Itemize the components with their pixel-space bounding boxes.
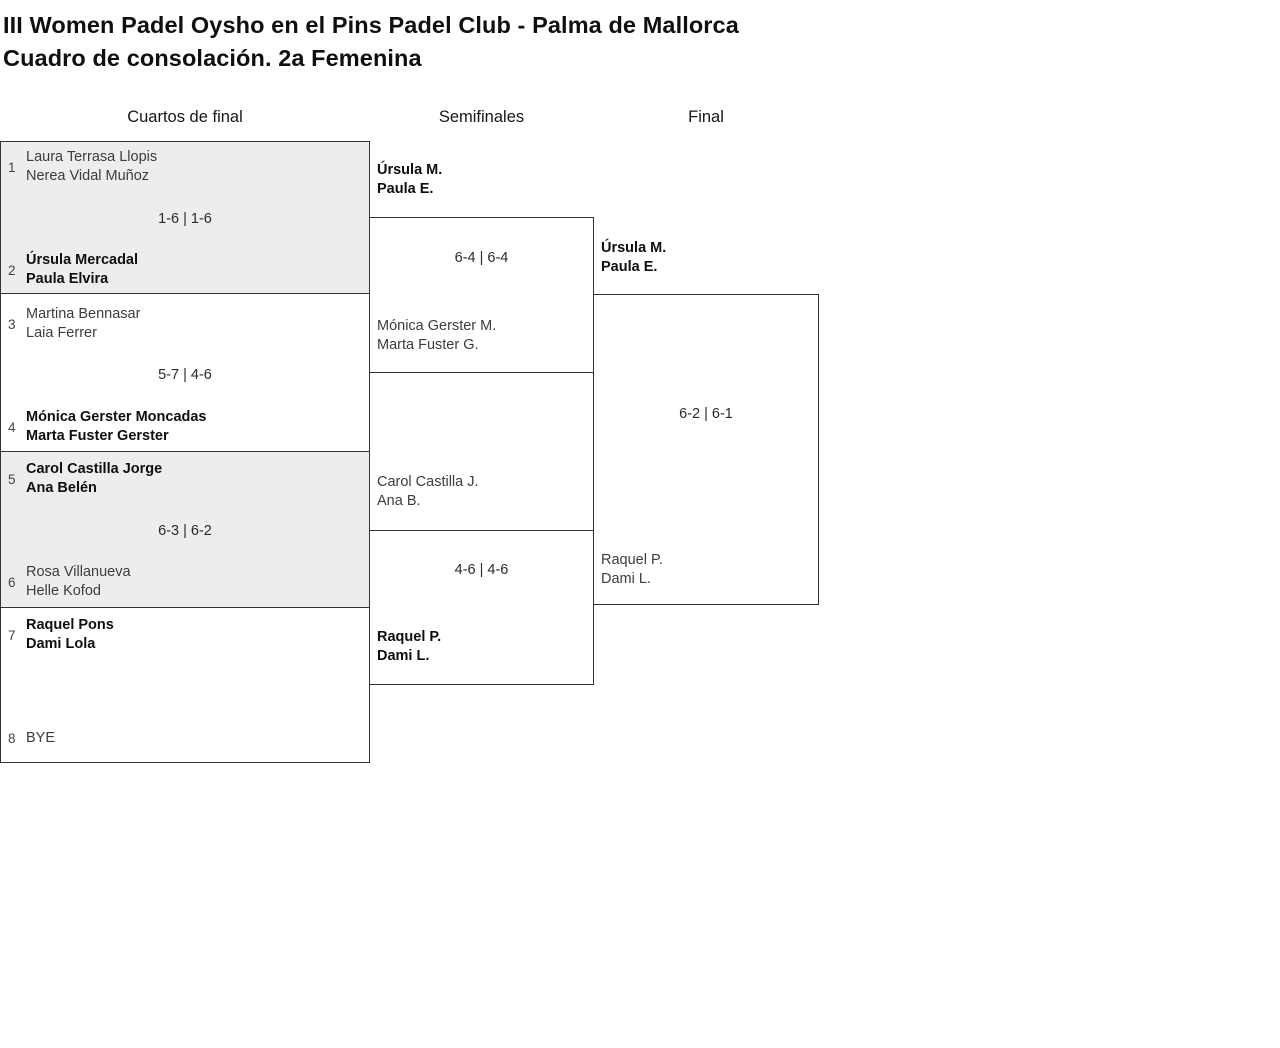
seed-number: 1 xyxy=(8,159,16,175)
sf1-score: 6-4 | 6-4 xyxy=(454,250,509,266)
sf1-team2: Mónica Gerster M. Marta Fuster G. xyxy=(377,317,496,355)
player-name: Dami L. xyxy=(601,571,651,587)
match-box-sf2 xyxy=(369,530,594,685)
team-names: Úrsula M. Paula E. xyxy=(601,239,666,277)
player-name: Marta Fuster G. xyxy=(377,337,479,353)
round-header-final: Final xyxy=(688,108,724,126)
player-name: Rosa Villanueva xyxy=(26,564,131,580)
player-name: Ana Belén xyxy=(26,480,97,496)
player-name: Dami Lola xyxy=(26,636,96,652)
player-name: Raquel P. xyxy=(601,552,663,568)
seed-number: 6 xyxy=(8,574,16,590)
sf2-team2: Raquel P. Dami L. xyxy=(377,628,441,666)
player-name: Paula E. xyxy=(601,259,658,275)
qf4-team1: 7 Raquel Pons Dami Lola xyxy=(8,616,114,654)
player-name: Carol Castilla J. xyxy=(377,474,479,490)
qf3-team1: 5 Carol Castilla Jorge Ana Belén xyxy=(8,460,162,498)
qf3-score: 6-3 | 6-2 xyxy=(158,523,212,539)
team-names: Martina Bennasar Laia Ferrer xyxy=(26,305,140,343)
match-box-qf4 xyxy=(0,607,370,763)
player-name: Laia Ferrer xyxy=(26,325,97,341)
player-name: Paula E. xyxy=(377,181,434,197)
team-names: Raquel Pons Dami Lola xyxy=(26,616,114,654)
qf2-score: 5-7 | 4-6 xyxy=(158,367,212,383)
player-name: Marta Fuster Gerster xyxy=(26,428,169,444)
qf2-team2: 4 Mónica Gerster Moncadas Marta Fuster G… xyxy=(8,408,207,446)
seed-number: 7 xyxy=(8,627,16,643)
qf1-team1: 1 Laura Terrasa Llopis Nerea Vidal Muñoz xyxy=(8,148,157,186)
team-names: Carol Castilla Jorge Ana Belén xyxy=(26,460,162,498)
qf1-score: 1-6 | 1-6 xyxy=(158,211,212,227)
final-score: 6-2 | 6-1 xyxy=(679,406,733,422)
player-name: Raquel P. xyxy=(377,629,442,645)
qf4-team2: 8 BYE xyxy=(8,729,55,748)
tournament-title: III Women Padel Oysho en el Pins Padel C… xyxy=(3,12,739,38)
bracket-subtitle: Cuadro de consolación. 2a Femenina xyxy=(3,45,422,71)
final-team2: Raquel P. Dami L. xyxy=(601,551,663,589)
player-name: Nerea Vidal Muñoz xyxy=(26,168,150,184)
qf3-team2: 6 Rosa Villanueva Helle Kofod xyxy=(8,563,131,601)
team-names: Mónica Gerster M. Marta Fuster G. xyxy=(377,317,496,355)
player-name: Carol Castilla Jorge xyxy=(26,461,163,477)
seed-number: 5 xyxy=(8,471,16,487)
player-name: Martina Bennasar xyxy=(26,306,141,322)
player-name: Raquel Pons xyxy=(26,617,114,633)
page-header: III Women Padel Oysho en el Pins Padel C… xyxy=(3,9,739,75)
sf2-team1: Carol Castilla J. Ana B. xyxy=(377,473,479,511)
player-name: Paula Elvira xyxy=(26,271,109,287)
seed-number: 4 xyxy=(8,419,16,435)
player-name: Laura Terrasa Llopis xyxy=(26,149,158,165)
round-header-quarterfinals: Cuartos de final xyxy=(127,108,243,126)
seed-number: 8 xyxy=(8,731,16,746)
player-name: Helle Kofod xyxy=(26,583,101,599)
sf1-team1: Úrsula M. Paula E. xyxy=(377,161,442,199)
match-box-final xyxy=(593,294,819,605)
team-names: Úrsula M. Paula E. xyxy=(377,161,442,199)
team-names: BYE xyxy=(26,729,55,748)
team-names: Mónica Gerster Moncadas Marta Fuster Ger… xyxy=(26,408,207,446)
player-name: BYE xyxy=(26,730,56,746)
seed-number: 2 xyxy=(8,262,16,278)
player-name: Dami L. xyxy=(377,648,430,664)
player-name: Úrsula M. xyxy=(377,162,443,178)
player-name: Úrsula Mercadal xyxy=(26,252,139,268)
player-name: Úrsula M. xyxy=(601,240,667,256)
player-name: Mónica Gerster M. xyxy=(377,318,497,334)
player-name: Mónica Gerster Moncadas xyxy=(26,409,207,425)
round-header-semifinals: Semifinales xyxy=(438,108,525,126)
team-names: Úrsula Mercadal Paula Elvira xyxy=(26,251,138,289)
final-team1: Úrsula M. Paula E. xyxy=(601,239,666,277)
sf2-score: 4-6 | 4-6 xyxy=(454,562,509,578)
team-names: Carol Castilla J. Ana B. xyxy=(377,473,479,511)
qf2-team1: 3 Martina Bennasar Laia Ferrer xyxy=(8,305,140,343)
team-names: Laura Terrasa Llopis Nerea Vidal Muñoz xyxy=(26,148,157,186)
match-box-qf1 xyxy=(0,141,370,294)
team-names: Rosa Villanueva Helle Kofod xyxy=(26,563,131,601)
seed-number: 3 xyxy=(8,316,16,332)
qf1-team2: 2 Úrsula Mercadal Paula Elvira xyxy=(8,251,138,289)
match-box-qf3 xyxy=(0,451,370,608)
team-names: Raquel P. Dami L. xyxy=(377,628,441,666)
team-names: Raquel P. Dami L. xyxy=(601,551,663,589)
player-name: Ana B. xyxy=(377,493,421,509)
